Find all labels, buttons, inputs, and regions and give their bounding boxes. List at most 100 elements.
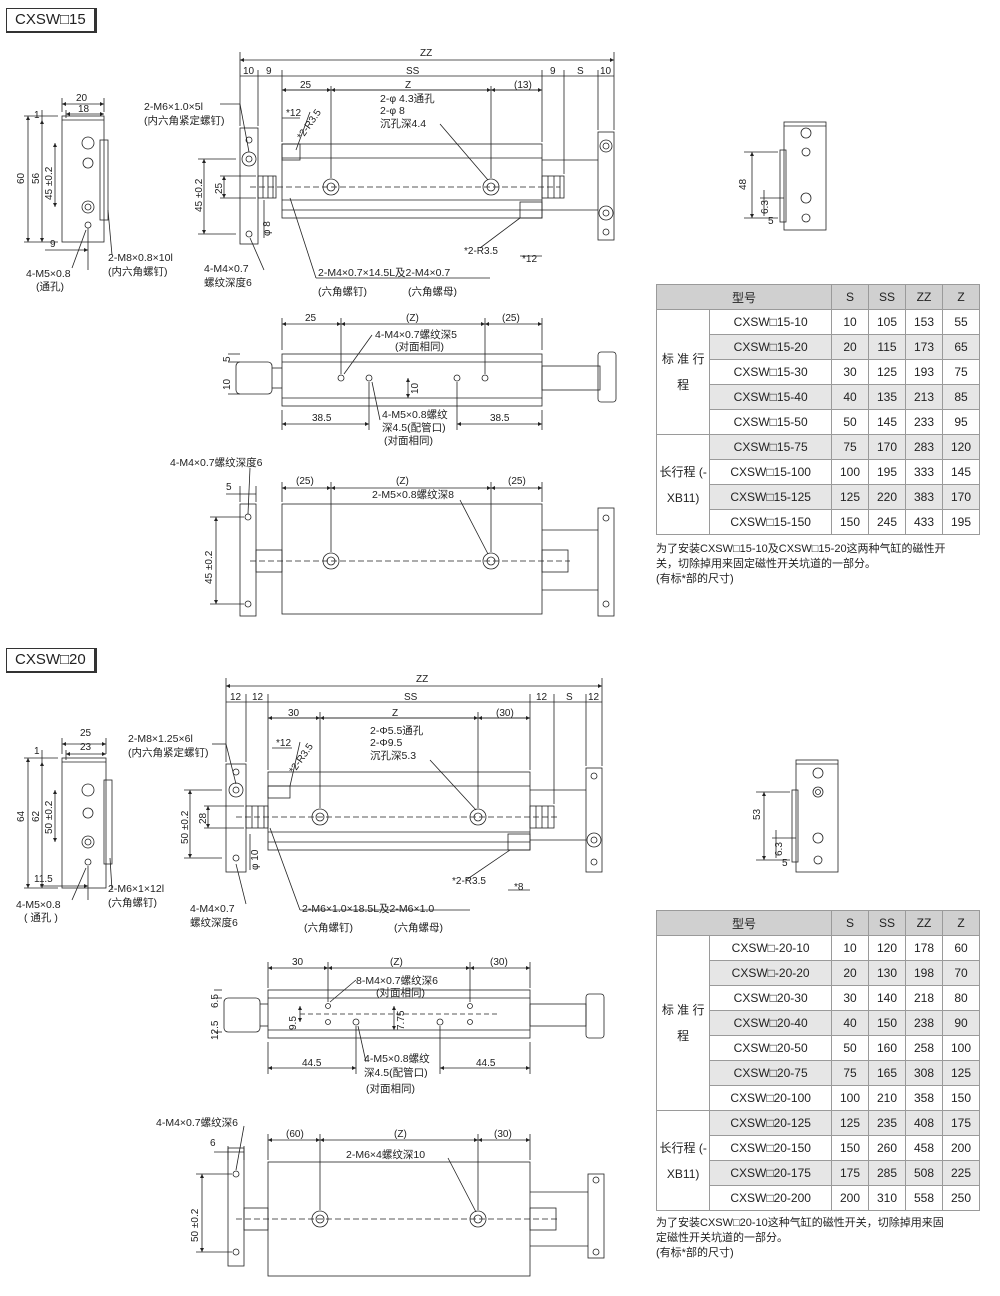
s2-callout-bot-m6: 2-M6×4螺纹深10: [346, 1148, 425, 1161]
col-ss-header: SS: [868, 910, 906, 936]
cell-s: 20: [831, 960, 869, 986]
s1-callout-bot-m4: 4-M4×0.7螺纹深度6: [170, 456, 263, 469]
s2-side-dim-53: 53: [752, 808, 763, 820]
cell-zz: 198: [905, 960, 943, 986]
table-row: CXSW□-20-20 20 130 198 70: [657, 960, 980, 986]
s1-callout-m4b-sub1: (六角螺钉): [318, 286, 367, 298]
cell-model: CXSW□20-150: [709, 1135, 832, 1161]
s2-main-view: [184, 678, 603, 911]
spec-table-header: 型号 S SS ZZ Z: [656, 284, 980, 310]
cell-z: 200: [942, 1135, 980, 1161]
s2-bot-dim-6: 6: [210, 1138, 216, 1149]
s2-dim-w25: 25: [80, 728, 92, 739]
s1-top-dim-25: 25: [305, 313, 317, 324]
cell-ss: 260: [868, 1135, 906, 1161]
cell-model: CXSW□15-100: [709, 459, 832, 485]
cell-ss: 150: [868, 1010, 906, 1036]
cell-ss: 130: [868, 960, 906, 986]
s2-callout-m6: 2-M6×1×12l: [108, 883, 164, 895]
cell-zz: 238: [905, 1010, 943, 1036]
s1-dim-10a: 10: [243, 66, 255, 77]
s2-callout-top-m4: 8-M4×0.7螺纹深6: [356, 974, 438, 987]
s2-top-dim-445b: 44.5: [476, 1058, 496, 1069]
s1-dim-h56: 56: [31, 172, 42, 184]
cell-ss: 120: [868, 935, 906, 961]
cell-z: 225: [942, 1160, 980, 1186]
cell-ss: 135: [868, 384, 906, 410]
cell-model: CXSW□15-30: [709, 359, 832, 385]
s1-side-dim-48: 48: [738, 178, 749, 190]
s1-top-view: [228, 318, 617, 430]
cell-ss: 285: [868, 1160, 906, 1186]
s2-dim-s: S: [566, 692, 573, 703]
s1-dim-r35b: *2-R3.5: [464, 246, 498, 257]
s2-dim-30: 30: [288, 708, 300, 719]
note-line: (有标*部的尺寸): [656, 573, 734, 585]
s1-callout-m6: 2-M6×1.0×5l: [144, 101, 203, 113]
col-model-header: 型号: [656, 910, 832, 936]
s2-callout-m6-sub: (六角螺钉): [108, 897, 157, 909]
col-z-header: Z: [942, 284, 980, 310]
s1-callout-m4-sub: 螺纹深度6: [204, 276, 252, 289]
cell-z: 65: [942, 334, 980, 360]
s1-bot-dim-25r: (25): [508, 476, 526, 487]
cell-s: 10: [831, 935, 869, 961]
s1-callout-m5: 4-M5×0.8: [26, 268, 71, 280]
s2-dim-h28: 28: [198, 812, 209, 824]
cell-z: 55: [942, 309, 980, 335]
cell-model: CXSW□15-125: [709, 484, 832, 510]
s1-dim-star12b: *12: [522, 254, 537, 265]
s2-callout-m6b: 2-M6×1.0×18.5L及2-M6×1.0: [302, 903, 434, 915]
s1-side-dim-63: 6.3: [760, 200, 771, 214]
cell-z: 60: [942, 935, 980, 961]
s2-dim-h62: 62: [31, 810, 42, 822]
cell-model: CXSW□20-125: [709, 1110, 832, 1136]
s2-top-dim-30r: (30): [490, 957, 508, 968]
cell-zz: 193: [905, 359, 943, 385]
cell-model: CXSW□20-75: [709, 1060, 832, 1086]
cell-s: 30: [831, 985, 869, 1011]
note-line: 定磁性开关坑道的一部分。: [656, 1232, 788, 1244]
cell-ss: 210: [868, 1085, 906, 1111]
cell-z: 120: [942, 434, 980, 460]
cell-ss: 145: [868, 409, 906, 435]
cell-s: 150: [831, 509, 869, 535]
s2-bot-dim-60: (60): [286, 1129, 304, 1140]
cell-zz: 408: [905, 1110, 943, 1136]
cell-zz: 508: [905, 1160, 943, 1186]
cell-zz: 458: [905, 1135, 943, 1161]
s2-callout-m5: 4-M5×0.8: [16, 899, 61, 911]
s2-bot-dim-30: (30): [494, 1129, 512, 1140]
table-row: 标 准 行 程 CXSW□-20-10 10 120 178 60: [655, 935, 980, 1111]
s1-dim-phi8: φ 8: [262, 221, 273, 236]
col-s-header: S: [831, 910, 869, 936]
s2-top-dim-125: 12.5: [210, 1020, 221, 1040]
s1-dim-h60: 60: [16, 172, 27, 184]
cell-ss: 140: [868, 985, 906, 1011]
note-line: 为了安装CXSW□15-10及CXSW□15-20这两种气缸的磁性开: [656, 543, 946, 555]
cell-model: CXSW□15-75: [709, 434, 832, 460]
table-row: CXSW□20-200 200 310 558 250: [657, 1185, 980, 1211]
s1-top-dim-25r: (25): [502, 313, 520, 324]
cell-s: 10: [831, 309, 869, 335]
col-zz-header: ZZ: [905, 284, 943, 310]
s2-dim-115: 11.5: [34, 874, 53, 885]
cell-z: 170: [942, 484, 980, 510]
s1-callout-m4: 4-M4×0.7: [204, 263, 249, 275]
s2-callout-m4-sub: 螺纹深度6: [190, 916, 238, 929]
s2-top-dim-30: 30: [292, 957, 304, 968]
s2-dim-star12: *12: [276, 738, 291, 749]
cell-model: CXSW□15-20: [709, 334, 832, 360]
s2-side-dim-63: 6.3: [774, 842, 785, 856]
s1-top-dim-z: (Z): [406, 313, 419, 324]
note-cxsw20: 为了安装CXSW□20-10这种气缸的磁性开关，切除掉用来固 定磁性开关坑道的一…: [656, 1216, 996, 1261]
group-label-long: 长行程 (-XB11): [655, 434, 711, 535]
s2-bottom-view: [196, 1125, 605, 1277]
cell-model: CXSW□15-150: [709, 509, 832, 535]
spec-table-cxsw20: 型号 S SS ZZ Z 标 准 行 程 CXSW□-20-10 10 120 …: [655, 910, 980, 1211]
cell-z: 175: [942, 1110, 980, 1136]
s1-callout-top-m5-sub2: (对面相同): [384, 434, 433, 447]
cell-z: 250: [942, 1185, 980, 1211]
col-z-header: Z: [942, 910, 980, 936]
cell-s: 30: [831, 359, 869, 385]
